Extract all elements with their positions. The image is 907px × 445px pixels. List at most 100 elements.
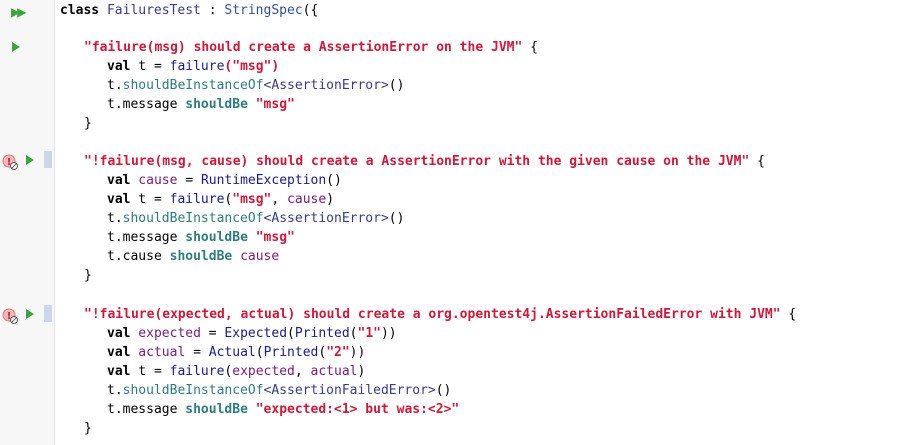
punctuation: { bbox=[522, 40, 538, 55]
punctuation: ) bbox=[357, 364, 366, 379]
function-call: shouldBeInstanceOf bbox=[122, 78, 264, 93]
type-argument: <AssertionFailedError> bbox=[263, 383, 436, 398]
identifier: t. bbox=[107, 211, 123, 226]
code-line: t.shouldBeInstanceOf<AssertionFailedErro… bbox=[107, 381, 451, 400]
code-line: val expected = Expected(Printed("1")) bbox=[107, 324, 397, 343]
function-call: Expected bbox=[224, 326, 288, 341]
code-line: t.shouldBeInstanceOf<AssertionError>() bbox=[107, 209, 404, 228]
punctuation: ({ bbox=[302, 3, 319, 18]
code-line: val t = failure("msg", cause) bbox=[107, 190, 334, 209]
function-call: Printed bbox=[294, 326, 350, 341]
function-call: failure bbox=[169, 192, 225, 207]
code-line: "!failure(expected, actual) should creat… bbox=[84, 305, 796, 324]
run-icon[interactable] bbox=[26, 309, 34, 319]
code-line: "!failure(msg, cause) should create a As… bbox=[84, 152, 765, 171]
punctuation: = bbox=[185, 345, 209, 360]
string-literal: "msg" bbox=[232, 192, 272, 207]
punctuation: = bbox=[146, 364, 170, 379]
code-line: "failure(msg) should create a AssertionE… bbox=[84, 38, 538, 57]
punctuation: , bbox=[294, 364, 311, 379]
code-line: val cause = RuntimeException() bbox=[107, 171, 342, 190]
function-call: shouldBe bbox=[185, 402, 248, 417]
function-call: shouldBe bbox=[185, 97, 248, 112]
svg-text:!: ! bbox=[7, 311, 12, 322]
code-line: t.message shouldBe "expected:<1> but was… bbox=[107, 400, 459, 419]
keyword: val bbox=[107, 192, 131, 207]
test-name-string: "!failure(msg, cause) should create a As… bbox=[84, 154, 750, 169]
type-argument: <AssertionError> bbox=[263, 211, 389, 226]
code-line: t.message shouldBe "msg" bbox=[107, 228, 295, 247]
punctuation: : bbox=[200, 3, 225, 18]
punctuation: ( bbox=[318, 345, 327, 360]
string-literal: "2" bbox=[326, 345, 350, 360]
class-name: FailuresTest bbox=[106, 3, 201, 18]
string-literal: "expected:<1> but was:<2>" bbox=[255, 402, 460, 417]
type-argument: <AssertionError> bbox=[263, 78, 389, 93]
keyword: val bbox=[107, 326, 131, 341]
closing-brace: } bbox=[84, 116, 92, 131]
string-literal: "msg" bbox=[255, 97, 295, 112]
function-call: Printed bbox=[263, 345, 319, 360]
code-line: val actual = Actual(Printed("2")) bbox=[107, 343, 365, 362]
punctuation: )) bbox=[349, 345, 366, 360]
variable: cause bbox=[287, 192, 327, 207]
function-call: shouldBe bbox=[169, 249, 233, 264]
run-icon[interactable] bbox=[12, 42, 20, 52]
keyword: class bbox=[60, 3, 100, 18]
keyword: val bbox=[107, 59, 131, 74]
function-call: RuntimeException bbox=[200, 173, 327, 188]
editor-gutter: ▶▶ ! ! bbox=[0, 0, 55, 445]
punctuation: = bbox=[146, 192, 170, 207]
keyword: val bbox=[107, 173, 131, 188]
test-name-string: "!failure(expected, actual) should creat… bbox=[84, 307, 781, 322]
punctuation: ( bbox=[287, 326, 295, 341]
function-call: failure bbox=[169, 364, 225, 379]
closing-brace: } bbox=[84, 421, 92, 436]
code-editor[interactable]: class FailuresTest : StringSpec({ "failu… bbox=[55, 0, 907, 445]
error-marker-icon[interactable]: ! bbox=[2, 154, 18, 170]
code-line: t.shouldBeInstanceOf<AssertionError>() bbox=[107, 76, 404, 95]
run-icon[interactable] bbox=[26, 155, 34, 165]
code-line: class FailuresTest : StringSpec({ bbox=[60, 1, 318, 20]
keyword: val bbox=[107, 345, 131, 360]
punctuation: = bbox=[200, 326, 225, 341]
function-call: shouldBe bbox=[185, 230, 248, 245]
error-marker-icon[interactable]: ! bbox=[2, 308, 18, 324]
punctuation: ( bbox=[349, 326, 358, 341]
string-literal: "1" bbox=[357, 326, 381, 341]
identifier: t.message bbox=[107, 402, 186, 417]
punctuation: () bbox=[388, 78, 405, 93]
code-line: } bbox=[84, 266, 92, 285]
string-literal: ("msg") bbox=[224, 59, 280, 74]
variable: cause bbox=[232, 249, 280, 264]
identifier: t. bbox=[107, 383, 123, 398]
function-call: Actual bbox=[208, 345, 256, 360]
identifier: t.cause bbox=[107, 249, 170, 264]
punctuation: () bbox=[326, 173, 342, 188]
punctuation: ) bbox=[326, 192, 335, 207]
punctuation: () bbox=[435, 383, 452, 398]
test-name-string: "failure(msg) should create a AssertionE… bbox=[84, 40, 523, 55]
identifier: t.message bbox=[107, 97, 186, 112]
punctuation: )) bbox=[380, 326, 397, 341]
identifier: t.message bbox=[107, 230, 186, 245]
keyword: val bbox=[107, 364, 131, 379]
identifier: t. bbox=[107, 78, 123, 93]
code-line: val t = failure("msg") bbox=[107, 57, 279, 76]
code-line: val t = failure(expected, actual) bbox=[107, 362, 365, 381]
run-all-icon[interactable]: ▶▶ bbox=[11, 5, 27, 19]
svg-text:!: ! bbox=[7, 157, 12, 168]
bookmark-marker bbox=[44, 151, 52, 168]
variable: expected bbox=[232, 364, 295, 379]
variable: actual bbox=[130, 345, 186, 360]
punctuation: ( bbox=[224, 364, 233, 379]
identifier: t bbox=[130, 364, 147, 379]
identifier: t bbox=[130, 192, 147, 207]
code-line: t.message shouldBe "msg" bbox=[107, 95, 295, 114]
super-type: StringSpec bbox=[224, 3, 303, 18]
code-line: t.cause shouldBe cause bbox=[107, 247, 279, 266]
variable: actual bbox=[310, 364, 358, 379]
closing-brace: } bbox=[84, 268, 92, 283]
punctuation: ( bbox=[255, 345, 264, 360]
identifier: t bbox=[130, 59, 147, 74]
